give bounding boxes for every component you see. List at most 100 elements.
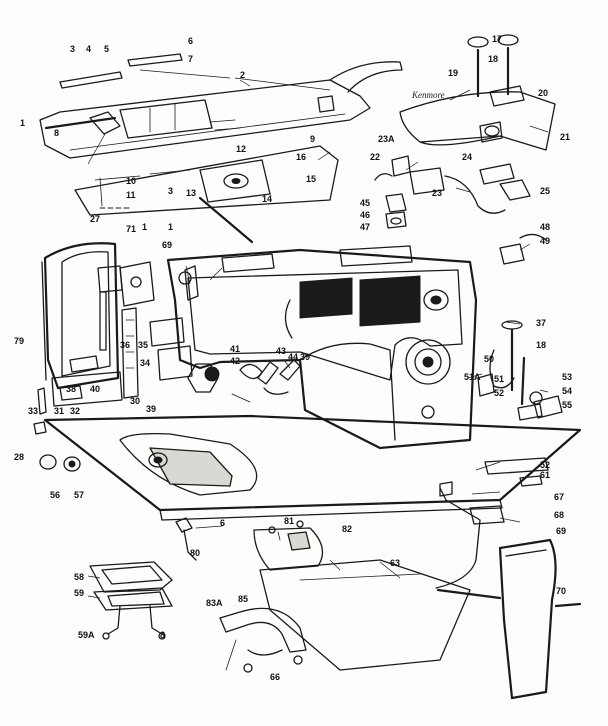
callout-15: 15	[306, 174, 316, 184]
callout-42: 42	[230, 356, 240, 366]
callout-83a: 83A	[206, 598, 223, 608]
callout-79: 79	[14, 336, 24, 346]
callout-16: 16	[296, 152, 306, 162]
callout-71: 71	[126, 224, 136, 234]
callout-45: 45	[360, 198, 370, 208]
callout-52-lower: 52	[540, 460, 550, 470]
callout-7: 7	[188, 54, 193, 64]
callout-18: 18	[488, 54, 498, 64]
callout-18-right: 18	[536, 340, 546, 350]
callout-22: 22	[370, 152, 380, 162]
callout-2: 2	[240, 70, 245, 80]
callout-21: 21	[560, 132, 570, 142]
callout-6: 6	[188, 36, 193, 46]
callout-70: 70	[556, 586, 566, 596]
callout-56: 56	[50, 490, 60, 500]
callout-53: 53	[562, 372, 572, 382]
callout-8-lower: 8	[160, 630, 165, 640]
callout-57: 57	[74, 490, 84, 500]
callout-10: 10	[126, 176, 136, 186]
cloth-plate	[253, 520, 324, 571]
callout-40: 40	[90, 384, 100, 394]
callout-6-lower: 6	[220, 518, 225, 528]
knob-parts	[39, 454, 81, 472]
callout-82: 82	[342, 524, 352, 534]
callout-11: 11	[126, 190, 136, 200]
callout-13: 13	[186, 188, 196, 198]
callout-34: 34	[140, 358, 150, 368]
callout-59a: 59A	[78, 630, 95, 640]
bottom-pan	[259, 559, 471, 671]
callout-3-lower: 3	[168, 186, 173, 196]
callout-3: 3	[70, 44, 75, 54]
callout-46: 46	[360, 210, 370, 220]
callout-24: 24	[462, 152, 472, 162]
callout-39: 39	[300, 352, 310, 362]
callout-63: 63	[390, 558, 400, 568]
callout-31: 31	[54, 406, 64, 416]
brand-script-label: Kenmore	[411, 90, 445, 100]
spool-pin-parts	[477, 233, 563, 421]
callout-23a: 23A	[378, 134, 395, 144]
callout-5: 5	[104, 44, 109, 54]
callout-41: 41	[230, 344, 240, 354]
callout-38: 38	[66, 384, 76, 394]
callout-numbers: 3 4 5 6 7 2 1 8 9 12 16 15 10 11 3 13 14…	[14, 34, 572, 682]
callout-43: 43	[276, 346, 286, 356]
presser-parts-cluster	[33, 307, 193, 435]
left-side-cover	[41, 242, 155, 390]
callout-25: 25	[540, 186, 550, 196]
callout-81: 81	[284, 516, 294, 526]
feed-plate-frame	[89, 561, 173, 640]
callout-68: 68	[554, 510, 564, 520]
callout-23: 23	[432, 188, 442, 198]
callout-67: 67	[554, 492, 564, 502]
callout-47: 47	[360, 222, 370, 232]
callout-20: 20	[538, 88, 548, 98]
callout-12: 12	[236, 144, 246, 154]
callout-69-lower: 69	[556, 526, 566, 536]
callout-37: 37	[536, 318, 546, 328]
callout-36: 36	[120, 340, 130, 350]
callout-30: 30	[130, 396, 140, 406]
callout-48: 48	[540, 222, 550, 232]
base-table-plate	[43, 414, 582, 521]
callout-39-lower: 39	[146, 404, 156, 414]
callout-1-upper: 1	[142, 222, 147, 232]
tension-assembly	[374, 155, 531, 229]
slide-plate-panel	[74, 145, 339, 244]
callout-27: 27	[90, 214, 100, 224]
callout-51a: 51A	[464, 372, 481, 382]
knee-lever-bracket	[219, 607, 307, 673]
callout-44: 44	[288, 352, 298, 362]
callout-52: 52	[494, 388, 504, 398]
callout-28: 28	[14, 452, 24, 462]
callout-17: 17	[492, 34, 502, 44]
side-leaf-panel	[435, 475, 582, 700]
callout-14: 14	[262, 194, 272, 204]
callout-58: 58	[74, 572, 84, 582]
callout-80: 80	[190, 548, 200, 558]
callout-4: 4	[86, 44, 91, 54]
leader-lines	[87, 77, 549, 599]
callout-9: 9	[310, 134, 315, 144]
callout-54: 54	[562, 386, 572, 396]
arm-top-cover	[399, 34, 556, 151]
top-cover-assembly	[39, 53, 403, 159]
callout-35: 35	[138, 340, 148, 350]
presser-lever	[175, 517, 223, 561]
tension-spring-parts	[231, 359, 301, 403]
callout-1-mid: 1	[168, 222, 173, 232]
callout-69: 69	[162, 240, 172, 250]
callout-61: 61	[540, 470, 550, 480]
callout-51: 51	[494, 374, 504, 384]
callout-66: 66	[270, 672, 280, 682]
callout-55: 55	[562, 400, 572, 410]
callout-49: 49	[540, 236, 550, 246]
callout-8: 8	[54, 128, 59, 138]
machine-head-casting	[166, 245, 478, 450]
callout-1: 1	[20, 118, 25, 128]
callout-32: 32	[70, 406, 80, 416]
